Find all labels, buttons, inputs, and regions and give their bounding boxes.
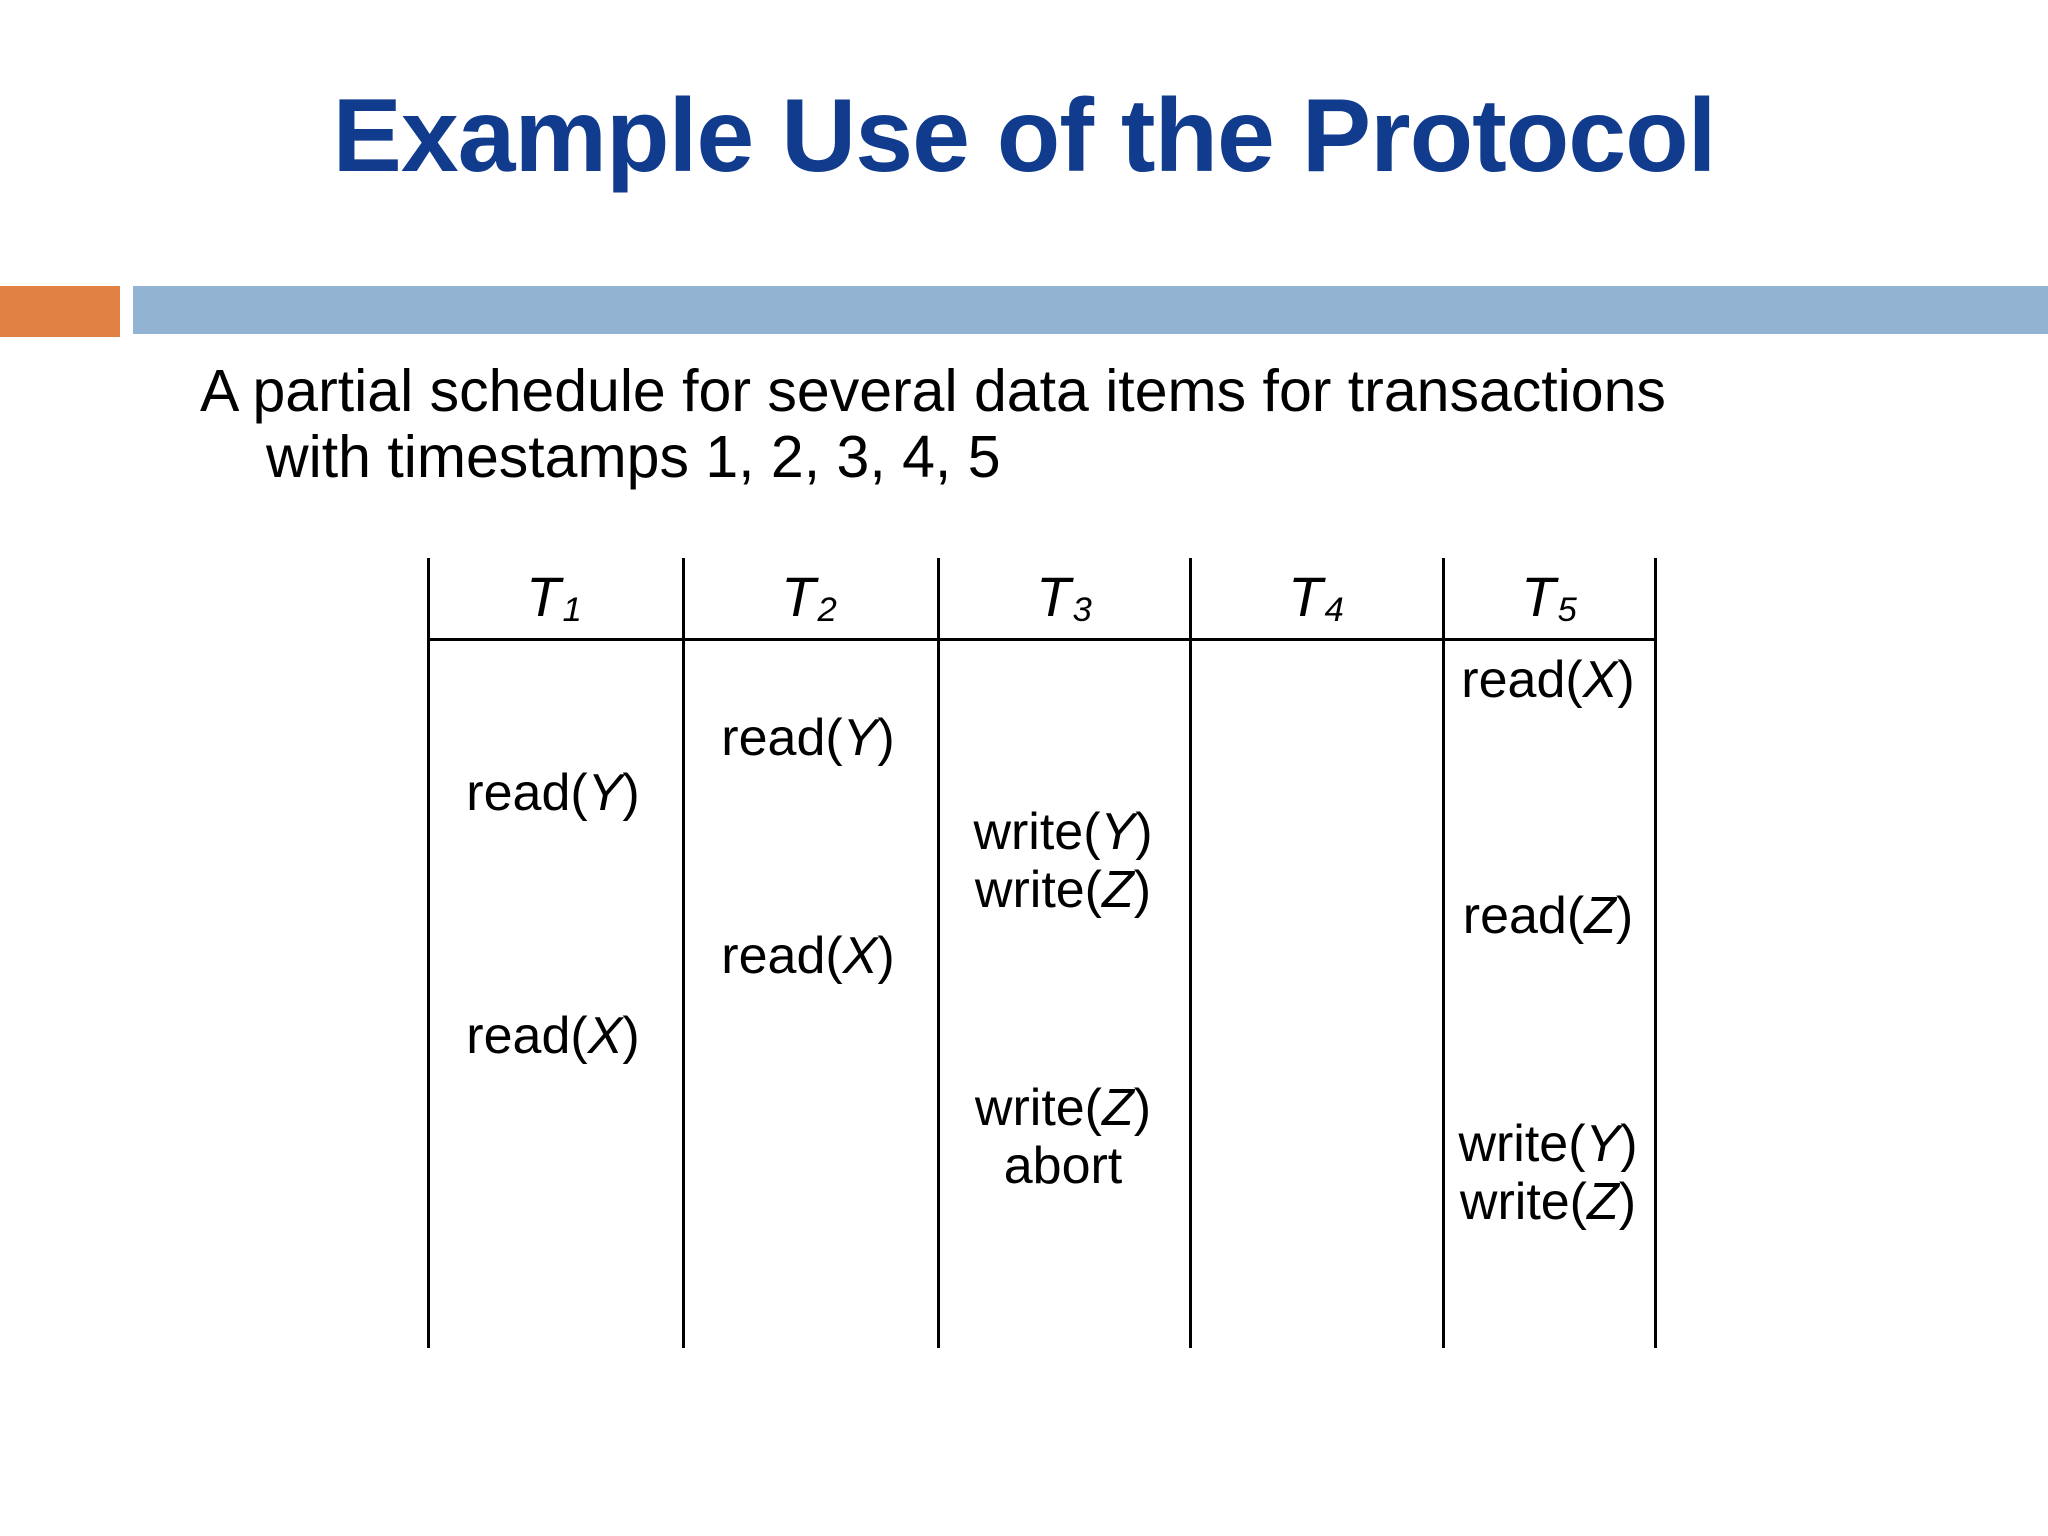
cell-t3-abort: abort [1003, 1137, 1123, 1195]
body-line-1: A partial schedule for several data item… [200, 358, 1666, 424]
column-header-t5-label: T [1521, 564, 1556, 628]
table-divider-4 [1442, 558, 1445, 1348]
cell-t2-read-y: read(Y) [721, 709, 895, 767]
cell-t3-write-z-2: write(Z) [974, 1079, 1152, 1137]
body-line-2: with timestamps 1, 2, 3, 4, 5 [266, 424, 1001, 491]
cell-t1-read-y: read(Y) [466, 764, 640, 822]
cell-t5-read-x: read(X) [1461, 651, 1635, 709]
body-paragraph: A partial schedule for several data item… [200, 358, 1960, 490]
table-grid [427, 558, 1657, 1348]
table-divider-3 [1189, 558, 1192, 1348]
table-border-left [427, 558, 430, 1348]
table-header-rule [427, 638, 1657, 641]
table-divider-2 [937, 558, 940, 1348]
column-header-t2-subscript: 2 [817, 590, 837, 629]
column-header-t4-subscript: 4 [1324, 590, 1344, 629]
table-border-right [1654, 558, 1657, 1348]
cell-t3-write-z-1: write(Z) [974, 861, 1152, 919]
cell-t1-read-x: read(X) [466, 1007, 640, 1065]
column-header-t1-label: T [526, 564, 561, 628]
page-title: Example Use of the Protocol [332, 78, 1716, 194]
cell-t2-read-x: read(X) [721, 927, 895, 985]
column-header-t4-label: T [1288, 564, 1323, 628]
cell-t5-read-z: read(Z) [1462, 887, 1634, 945]
cell-t5-write-y: write(Y) [1458, 1115, 1638, 1173]
table-divider-1 [682, 558, 685, 1348]
column-header-t3-label: T [1036, 564, 1071, 628]
column-header-t2-label: T [781, 564, 816, 628]
column-header-t5-subscript: 5 [1557, 590, 1577, 629]
column-header-t1-subscript: 1 [562, 590, 582, 629]
column-header-t3-subscript: 3 [1072, 590, 1092, 629]
cell-t3-write-y: write(Y) [973, 803, 1153, 861]
cell-t5-write-z: write(Z) [1459, 1173, 1637, 1231]
accent-bar-orange [0, 286, 120, 337]
accent-bar-blue [133, 286, 2048, 334]
